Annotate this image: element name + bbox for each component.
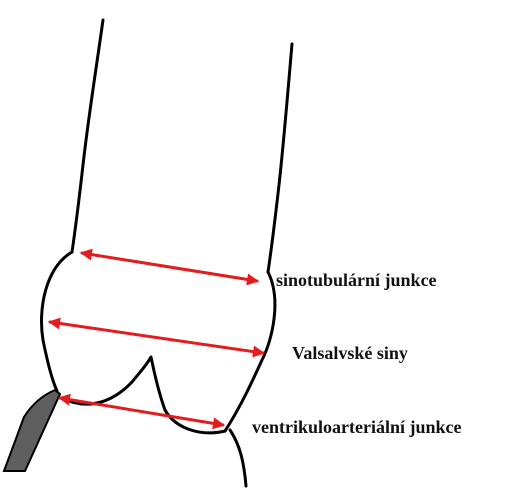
sinotubular-junction-label: sinotubulární junkce bbox=[276, 271, 437, 289]
ventricle-wall bbox=[230, 430, 246, 486]
catheter-tip bbox=[4, 390, 60, 471]
aorta-left-wall bbox=[72, 20, 103, 252]
sinus-of-valsalva-label: Valsalvské siny bbox=[292, 344, 408, 362]
ventriculoarterial-junction-label: ventrikuloarteriální junkce bbox=[252, 418, 462, 436]
aorta-right-wall bbox=[268, 44, 292, 272]
sinus-of-valsalva-arrow bbox=[50, 322, 263, 353]
sinotubular-junction-arrow bbox=[82, 253, 257, 281]
ventriculoarterial-junction-arrow bbox=[60, 398, 223, 425]
